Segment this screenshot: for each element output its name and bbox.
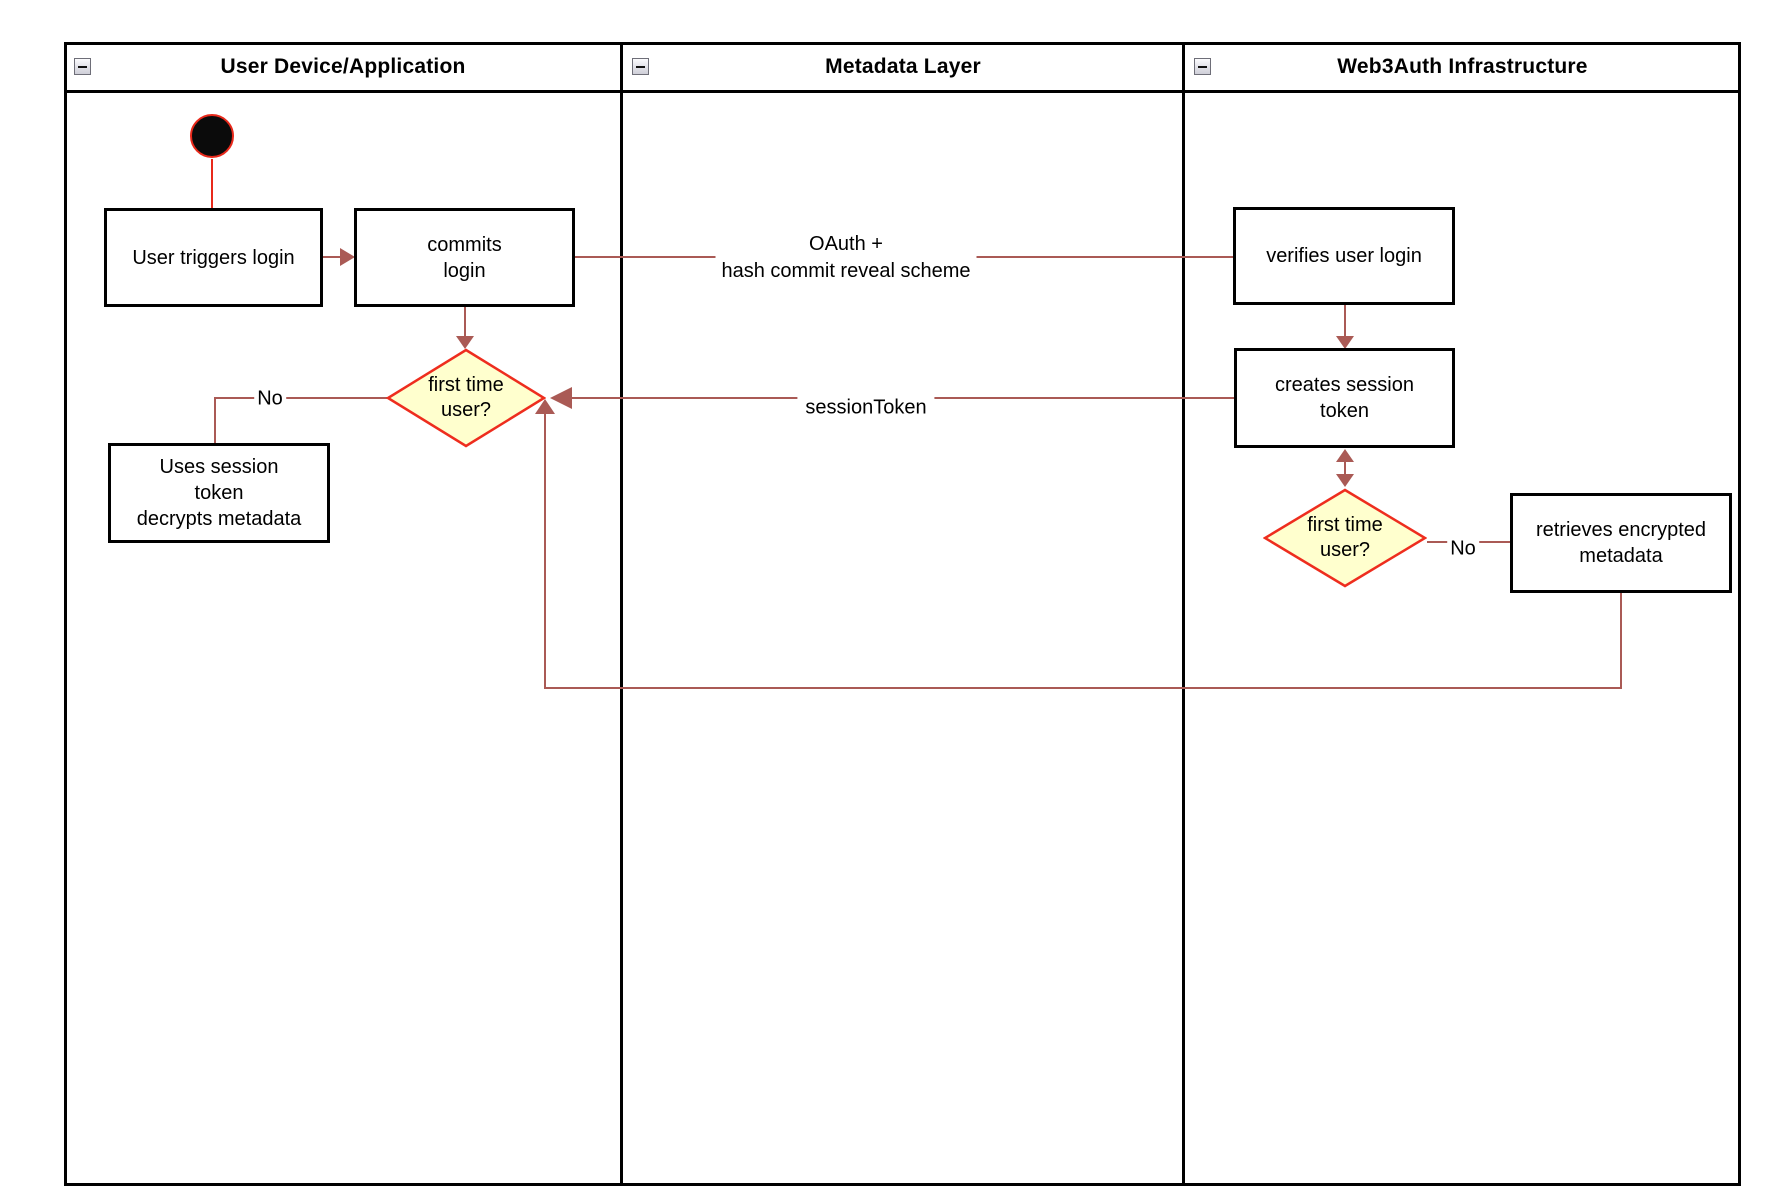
lane-header-user-device: User Device/Application <box>64 42 622 92</box>
activity-user-triggers-login[interactable]: User triggers login <box>104 208 323 307</box>
edge-no-device-h <box>215 397 387 399</box>
edge-feedback-v-left <box>544 413 546 689</box>
arrowhead-right-icon <box>340 248 355 266</box>
edge-trigger-to-commits <box>323 256 342 258</box>
minus-icon <box>78 65 87 68</box>
lane-header-metadata-layer: Metadata Layer <box>622 42 1184 92</box>
decision-first-time-user-device[interactable] <box>386 348 546 448</box>
minus-icon <box>1198 65 1207 68</box>
arrowhead-left-icon <box>550 387 572 409</box>
lane-divider-1 <box>620 42 623 1186</box>
edge-feedback-v-right <box>1620 593 1622 689</box>
label-no-device: No <box>254 385 286 413</box>
collapse-lane-icon[interactable] <box>74 58 91 75</box>
arrowhead-up-icon <box>1336 449 1354 462</box>
activity-uses-session-token[interactable]: Uses session token decrypts metadata <box>108 443 330 543</box>
arrowhead-down-icon <box>1336 474 1354 487</box>
activity-retrieves-encrypted-metadata[interactable]: retrieves encrypted metadata <box>1510 493 1732 593</box>
activity-verifies-user-login[interactable]: verifies user login <box>1233 207 1455 305</box>
edge-verifies-to-creates <box>1344 305 1346 337</box>
header-underline <box>64 90 1741 93</box>
decision-label: first time user? <box>1307 514 1383 561</box>
activity-commits-login[interactable]: commits login <box>354 208 575 307</box>
label-no-infra: No <box>1447 535 1479 563</box>
arrowhead-down-icon <box>1336 336 1354 349</box>
message-label-oauth: OAuth + hash commit reveal scheme <box>715 230 977 286</box>
start-node[interactable] <box>190 114 234 158</box>
lane-header-web3auth: Web3Auth Infrastructure <box>1184 42 1741 92</box>
lane-title: Web3Auth Infrastructure <box>1337 55 1588 78</box>
activity-creates-session-token[interactable]: creates session token <box>1234 348 1455 448</box>
lane-title: Metadata Layer <box>825 55 981 78</box>
edge-commits-to-decision <box>464 307 466 337</box>
decision-label: first time user? <box>428 374 504 421</box>
arrowhead-down-icon <box>456 336 474 349</box>
lane-divider-2 <box>1182 42 1185 1186</box>
edge-creates-to-decision <box>1344 460 1346 476</box>
decision-first-time-user-infra[interactable] <box>1263 488 1427 588</box>
label-session-token: sessionToken <box>797 394 935 422</box>
collapse-lane-icon[interactable] <box>1194 58 1211 75</box>
edge-feedback-h <box>544 687 1622 689</box>
lane-title: User Device/Application <box>220 55 466 78</box>
edge-no-device-v <box>214 397 216 443</box>
arrowhead-up-icon <box>535 399 555 414</box>
minus-icon <box>636 65 645 68</box>
collapse-lane-icon[interactable] <box>632 58 649 75</box>
edge-start-to-trigger <box>211 159 213 208</box>
